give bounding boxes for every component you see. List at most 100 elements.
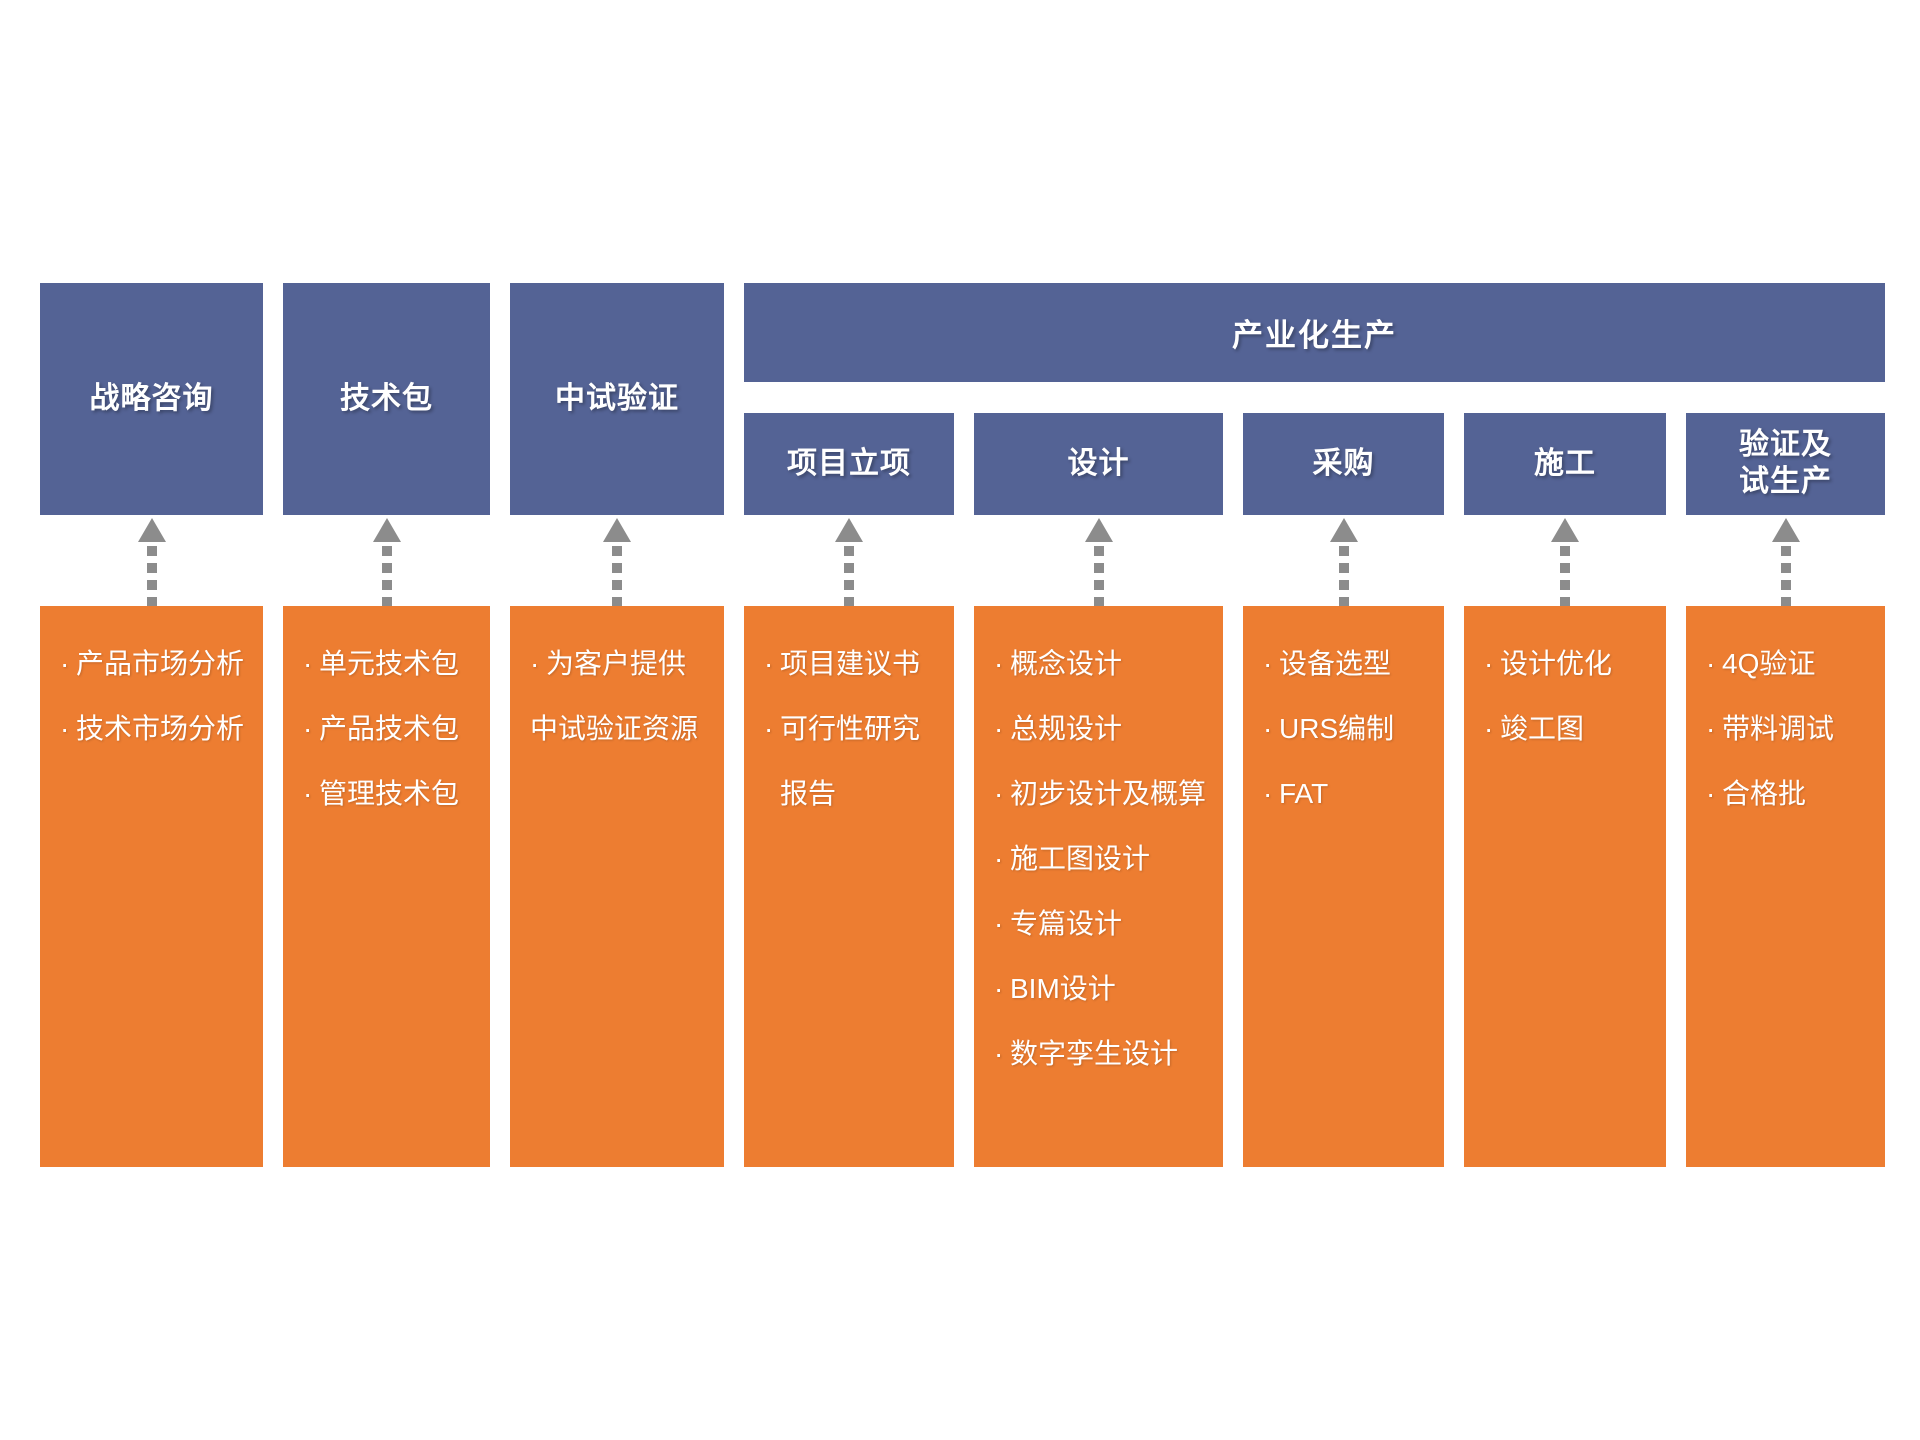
item-text: 带料调试 (1722, 713, 1835, 744)
arrowhead-icon (372, 518, 401, 542)
bullet-icon: · (1263, 778, 1273, 809)
item-text: FAT (1279, 778, 1329, 809)
header-pilot-verification: 中试验证 (510, 283, 724, 515)
column-procurement: 采购 · 设备选型 · URS编制 · FAT (1243, 283, 1444, 1167)
arrowhead-icon (137, 518, 166, 542)
items-verification-trial-production: · 4Q验证 · 带料调试 · 合格批 (1686, 606, 1885, 1167)
arrowhead-icon (1551, 518, 1579, 542)
bullet-icon: · (1263, 648, 1273, 679)
bullet-icon: · (1484, 648, 1494, 679)
up-arrow-icon (744, 515, 954, 606)
column-pilot-verification: 中试验证 · 为客户提供 中试验证资源 (510, 283, 724, 1167)
item-text: 产品技术包 (319, 713, 460, 744)
header-technology-package: 技术包 (283, 283, 490, 515)
item-text: 竣工图 (1500, 713, 1585, 744)
bullet-icon: · (764, 713, 774, 744)
item-text: 中试验证资源 (530, 713, 699, 744)
bullet-icon: · (994, 713, 1004, 744)
bullet-icon: · (1706, 778, 1716, 809)
bullet-icon: · (303, 713, 313, 744)
header-procurement: 采购 (1243, 413, 1444, 515)
item-text: 初步设计及概算 (1010, 778, 1207, 809)
item-text: 为客户提供 (546, 648, 687, 679)
column-verification-trial-production: 验证及 试生产 · 4Q验证 · 带料调试 · 合格批 (1686, 283, 1885, 1167)
list-item: · 产品市场分析 (60, 648, 249, 680)
bullet-icon: · (60, 713, 70, 744)
item-text: 产品市场分析 (76, 648, 245, 679)
header-project-initiation: 项目立项 (744, 413, 954, 515)
items-project-initiation: · 项目建议书 · 可行性研究 报告 (744, 606, 954, 1167)
list-item: · 专篇设计 (994, 908, 1209, 940)
list-item: · 单元技术包 (303, 648, 476, 680)
list-item: · 数字孪生设计 (994, 1038, 1209, 1070)
dotted-line (1093, 546, 1104, 606)
list-item: · 总规设计 (994, 713, 1209, 745)
list-item: · 带料调试 (1706, 713, 1871, 745)
arrowhead-icon (1329, 518, 1358, 542)
up-arrow-icon (1686, 515, 1885, 606)
items-pilot-verification: · 为客户提供 中试验证资源 (510, 606, 724, 1167)
banner-label: 产业化生产 (1232, 318, 1397, 353)
dotted-line (1780, 546, 1791, 606)
bullet-icon: · (994, 908, 1004, 939)
up-arrow-icon (1464, 515, 1666, 606)
item-text: 专篇设计 (1010, 908, 1123, 939)
list-item: · 为客户提供 (530, 648, 710, 680)
bullet-icon: · (994, 778, 1004, 809)
item-text: 4Q验证 (1722, 648, 1816, 679)
bullet-icon: · (994, 1038, 1004, 1069)
list-item: · BIM设计 (994, 973, 1209, 1005)
header-label: 战略咨询 (89, 381, 214, 415)
header-label: 验证及 试生产 (1739, 428, 1832, 498)
column-project-initiation: 项目立项 · 项目建议书 · 可行性研究 报告 (744, 283, 954, 1167)
dotted-line (146, 546, 157, 606)
list-item: · 项目建议书 (764, 648, 940, 680)
dotted-line (381, 546, 392, 606)
list-item: · FAT (1263, 778, 1430, 810)
list-item: · 施工图设计 (994, 843, 1209, 875)
up-arrow-icon (40, 515, 263, 606)
column-strategy-consulting: 战略咨询 · 产品市场分析 · 技术市场分析 (40, 283, 263, 1167)
arrowhead-icon (835, 518, 863, 542)
up-arrow-icon (510, 515, 724, 606)
list-item: · 概念设计 (994, 648, 1209, 680)
items-strategy-consulting: · 产品市场分析 · 技术市场分析 (40, 606, 263, 1167)
column-construction: 施工 · 设计优化 · 竣工图 (1464, 283, 1666, 1167)
dotted-line (612, 546, 622, 606)
arrowhead-icon (1084, 518, 1113, 542)
dotted-line (844, 546, 854, 606)
bullet-icon: · (303, 648, 313, 679)
bullet-icon: · (303, 778, 313, 809)
bullet-icon: · (994, 843, 1004, 874)
bullet-icon: · (530, 648, 540, 679)
bullet-icon: · (1706, 713, 1716, 744)
items-design: · 概念设计 · 总规设计 · 初步设计及概算 · 施工图设计 · 专篇设计 (974, 606, 1223, 1167)
bullet-icon: · (60, 648, 70, 679)
header-label: 施工 (1534, 446, 1596, 480)
column-technology-package: 技术包 · 单元技术包 · 产品技术包 · 管理技术包 (283, 283, 490, 1167)
item-text: 可行性研究 (780, 713, 921, 744)
items-technology-package: · 单元技术包 · 产品技术包 · 管理技术包 (283, 606, 490, 1167)
header-label: 中试验证 (555, 381, 679, 415)
dotted-line (1338, 546, 1349, 606)
items-construction: · 设计优化 · 竣工图 (1464, 606, 1666, 1167)
items-procurement: · 设备选型 · URS编制 · FAT (1243, 606, 1444, 1167)
item-text: 概念设计 (1010, 648, 1123, 679)
bullet-icon: · (764, 648, 774, 679)
list-item: · 可行性研究 (764, 713, 940, 745)
item-text: 报告 (780, 778, 837, 809)
header-design: 设计 (974, 413, 1223, 515)
arrowhead-icon (1771, 518, 1800, 542)
list-item: · 合格批 (1706, 778, 1871, 810)
item-text: BIM设计 (1010, 973, 1116, 1004)
list-item: · 技术市场分析 (60, 713, 249, 745)
item-text: 设备选型 (1279, 648, 1392, 679)
list-item: · 设计优化 (1484, 648, 1652, 680)
list-item: · 管理技术包 (303, 778, 476, 810)
list-item-continuation: 中试验证资源 (530, 713, 710, 745)
column-design: 设计 · 概念设计 · 总规设计 · 初步设计及概算 (974, 283, 1223, 1167)
bullet-icon: · (1484, 713, 1494, 744)
list-item-continuation: 报告 (764, 778, 940, 810)
up-arrow-icon (974, 515, 1223, 606)
item-text: 总规设计 (1010, 713, 1123, 744)
